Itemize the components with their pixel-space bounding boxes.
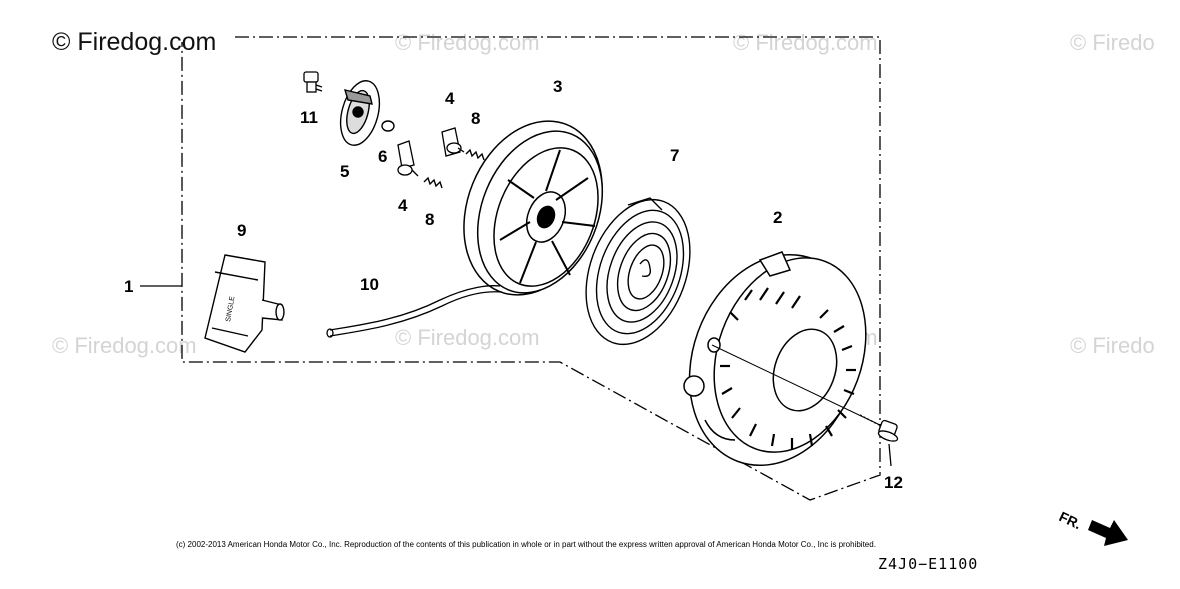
part-bolt-11 xyxy=(303,71,323,93)
svg-text:SINGLE: SINGLE xyxy=(225,296,236,323)
callout-10: 10 xyxy=(360,275,379,294)
direction-label: FR. xyxy=(1057,508,1084,532)
part-pawl-4-lower xyxy=(397,140,419,177)
callout-7: 7 xyxy=(670,146,679,165)
callout-2: 2 xyxy=(773,208,782,227)
watermark-faint: © Firedog.com xyxy=(395,325,540,350)
part-spring-7 xyxy=(585,197,691,346)
callout-1: 1 xyxy=(124,277,133,296)
callout-3: 3 xyxy=(553,77,562,96)
watermark-faint: © Firedog.com xyxy=(52,333,197,358)
callout-5: 5 xyxy=(340,162,349,181)
callout-9: 9 xyxy=(237,221,246,240)
watermark-faint: © Firedo xyxy=(1070,30,1155,55)
part-spring-8-upper xyxy=(465,148,485,161)
callout-6: 6 xyxy=(378,147,387,166)
callout-11: 11 xyxy=(300,108,318,127)
callout-12: 12 xyxy=(884,473,903,492)
part-ratchet-5 xyxy=(339,80,381,146)
callout-4-upper: 4 xyxy=(445,89,455,108)
copyright-notice: (c) 2002-2013 American Honda Motor Co., … xyxy=(176,540,876,549)
direction-indicator: FR. xyxy=(1057,508,1128,546)
part-case-2 xyxy=(683,251,867,467)
watermark-faint: © Firedog.com xyxy=(733,30,878,55)
watermark-faint: © Firedog.com xyxy=(395,30,540,55)
part-ring-6 xyxy=(381,120,395,132)
part-grip-9: SINGLE xyxy=(204,254,285,353)
part-pawl-4-upper xyxy=(441,127,465,157)
leader-line xyxy=(711,344,881,426)
drawing-code: Z4J0−E1100 xyxy=(878,555,979,573)
part-spring-8-lower xyxy=(423,176,443,189)
assembly-boundary xyxy=(181,36,881,501)
watermark-faint: © Firedo xyxy=(1070,333,1155,358)
part-reel-3 xyxy=(463,120,604,296)
part-rope-10 xyxy=(326,285,503,338)
watermark-main: © Firedog.com xyxy=(52,28,217,56)
callout-8-lower: 8 xyxy=(425,210,434,229)
callout-8-upper: 8 xyxy=(471,109,480,128)
callout-4-lower: 4 xyxy=(398,196,408,215)
arrow-right-icon xyxy=(1088,520,1128,546)
